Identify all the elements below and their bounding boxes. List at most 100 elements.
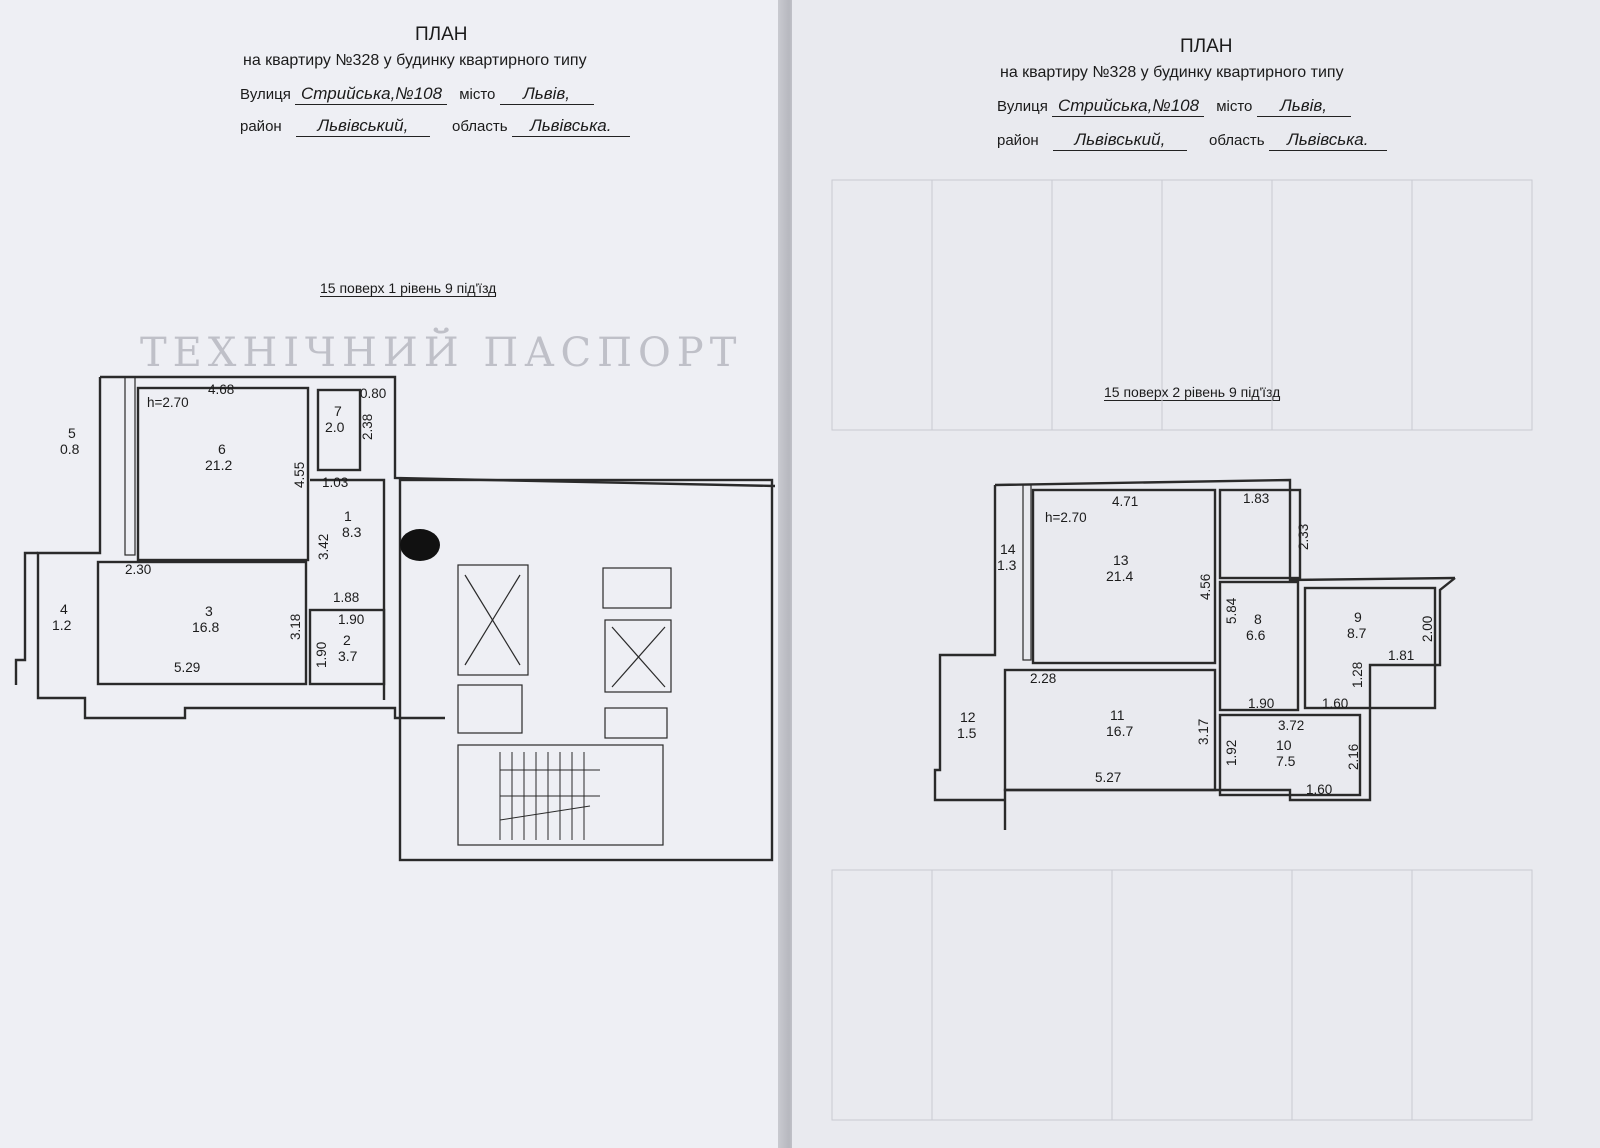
plan-caption: 15 поверх 1 рівень 9 під'їзд: [320, 280, 497, 297]
core-block: [398, 478, 774, 862]
shaft-a: [457, 684, 523, 734]
region-label-2: область: [1209, 132, 1265, 149]
room-13: [1031, 488, 1217, 665]
plan-heading-2: ПЛАН: [1180, 36, 1233, 57]
dim-3-18: 3.18: [288, 614, 303, 640]
room-8-no: 8: [1254, 611, 1262, 627]
room-10: [1218, 713, 1362, 797]
shaft-b: [604, 707, 668, 739]
room-1-no: 1: [344, 508, 352, 524]
plan-subheading-2: на квартиру №328 у будинку квартирного т…: [1000, 64, 1344, 81]
lift-shaft-top: [602, 567, 672, 609]
dim-0-80: 0.80: [360, 386, 386, 401]
room-10-area: 7.5: [1276, 753, 1296, 769]
dim-2-30: 2.30: [125, 562, 151, 577]
district-label-2: район: [997, 132, 1039, 149]
dim-2-38: 2.38: [360, 414, 375, 440]
street-label: Вулиця: [240, 86, 291, 103]
dim-1-81: 1.81: [1388, 648, 1414, 663]
dim-2-28: 2.28: [1030, 671, 1056, 686]
wall-top-2: [994, 478, 1456, 582]
street-value-2: Стрийська,№108: [1052, 96, 1205, 117]
dim-1-28: 1.28: [1350, 662, 1365, 688]
room-12-no: 12: [960, 709, 976, 725]
wall-left: [36, 377, 445, 720]
dim-3-17: 3.17: [1196, 719, 1211, 745]
dim-4-56: 4.56: [1198, 574, 1213, 600]
room-14-area: 1.3: [997, 557, 1017, 573]
room-11: [1003, 668, 1217, 792]
room-1-area: 8.3: [342, 524, 362, 540]
room-13-no: 13: [1113, 552, 1129, 568]
window-6: [124, 376, 136, 556]
height-label-2: h=2.70: [1045, 510, 1087, 525]
city-label-2: місто: [1216, 98, 1253, 115]
room-5-area: 0.8: [60, 441, 80, 457]
dim-4-68: 4.68: [208, 382, 234, 397]
stair-treads: [499, 752, 600, 840]
city-label: місто: [459, 86, 496, 103]
district-value-2: Львівський,: [1052, 130, 1187, 151]
left-page: ТЕХНІЧНИЙ ПАСПОРТ ПЛАН на квартиру №328 …: [0, 0, 790, 1148]
niche: [1218, 488, 1302, 580]
city-value-2: Львів,: [1256, 96, 1351, 117]
plan-subheading: на квартиру №328 у будинку квартирного т…: [243, 52, 587, 69]
dim-1-03: 1.03: [322, 475, 348, 490]
address-district-row: район Львівський, область Львівська.: [240, 116, 630, 137]
region-value: Львівська.: [511, 116, 630, 137]
room-6-area: 21.2: [205, 457, 232, 473]
window-13: [1022, 484, 1032, 661]
wall-balcony: [14, 551, 38, 685]
stairs: [457, 744, 664, 846]
room-8: [1218, 580, 1300, 712]
room-7: [316, 388, 362, 472]
corridor-1: [310, 478, 386, 700]
dim-3-72: 3.72: [1278, 718, 1304, 733]
region-label: область: [452, 118, 508, 135]
room-9-no: 9: [1354, 609, 1362, 625]
room-9: [1303, 586, 1437, 710]
room-10-no: 10: [1276, 737, 1292, 753]
address-street-row: Вулиця Стрийська,№108 місто Львів,: [240, 84, 594, 105]
dim-1-90a: 1.90: [338, 612, 364, 627]
address-district-row-2: район Львівський, область Львівська.: [997, 130, 1387, 151]
room-6: [136, 386, 310, 562]
street-label-2: Вулиця: [997, 98, 1048, 115]
dim-1-83: 1.83: [1243, 491, 1269, 506]
plan-heading: ПЛАН: [415, 24, 468, 45]
dim-1-90b: 1.90: [314, 642, 329, 668]
room-3: [96, 560, 308, 686]
city-value: Львів,: [499, 84, 594, 105]
height-label: h=2.70: [147, 395, 189, 410]
room-2-area: 3.7: [338, 648, 358, 664]
lift-2: [604, 619, 672, 693]
region-value-2: Львівська.: [1268, 130, 1387, 151]
lift-1: [457, 564, 529, 676]
room-7-no: 7: [334, 403, 342, 419]
show-through-table: [831, 179, 1533, 1121]
dim-2-00: 2.00: [1420, 616, 1435, 642]
dim-1-92: 1.92: [1224, 740, 1239, 766]
room-5-no: 5: [68, 425, 76, 441]
watermark-text: ТЕХНІЧНИЙ ПАСПОРТ: [140, 330, 743, 376]
room-11-no: 11: [1110, 707, 1125, 723]
dim-5-29: 5.29: [174, 660, 200, 675]
floor-plan-level-2: h=2.70 4.71 1.83 2.33 4.56 5.84 2.00 1.8…: [933, 478, 1456, 830]
dim-1-60b: 1.60: [1306, 782, 1332, 797]
room-13-area: 21.4: [1106, 568, 1133, 584]
floor-plan-level-1: h=2.70 4.68 0.80 2.38 4.55 1.03 3.42 2.3…: [14, 375, 776, 862]
room-8-area: 6.6: [1246, 627, 1266, 643]
district-label: район: [240, 118, 282, 135]
room-6-no: 6: [218, 441, 226, 457]
marker-blot: [400, 529, 440, 561]
room-14-no: 14: [1000, 541, 1016, 557]
wall-top: [100, 375, 776, 488]
room-7-area: 2.0: [325, 419, 345, 435]
room-4-no: 4: [60, 601, 68, 617]
plan-caption-2: 15 поверх 2 рівень 9 під'їзд: [1104, 384, 1281, 401]
dim-2-16: 2.16: [1346, 744, 1361, 770]
dim-5-27: 5.27: [1095, 770, 1121, 785]
room-11-area: 16.7: [1106, 723, 1133, 739]
room-4-area: 1.2: [52, 617, 72, 633]
